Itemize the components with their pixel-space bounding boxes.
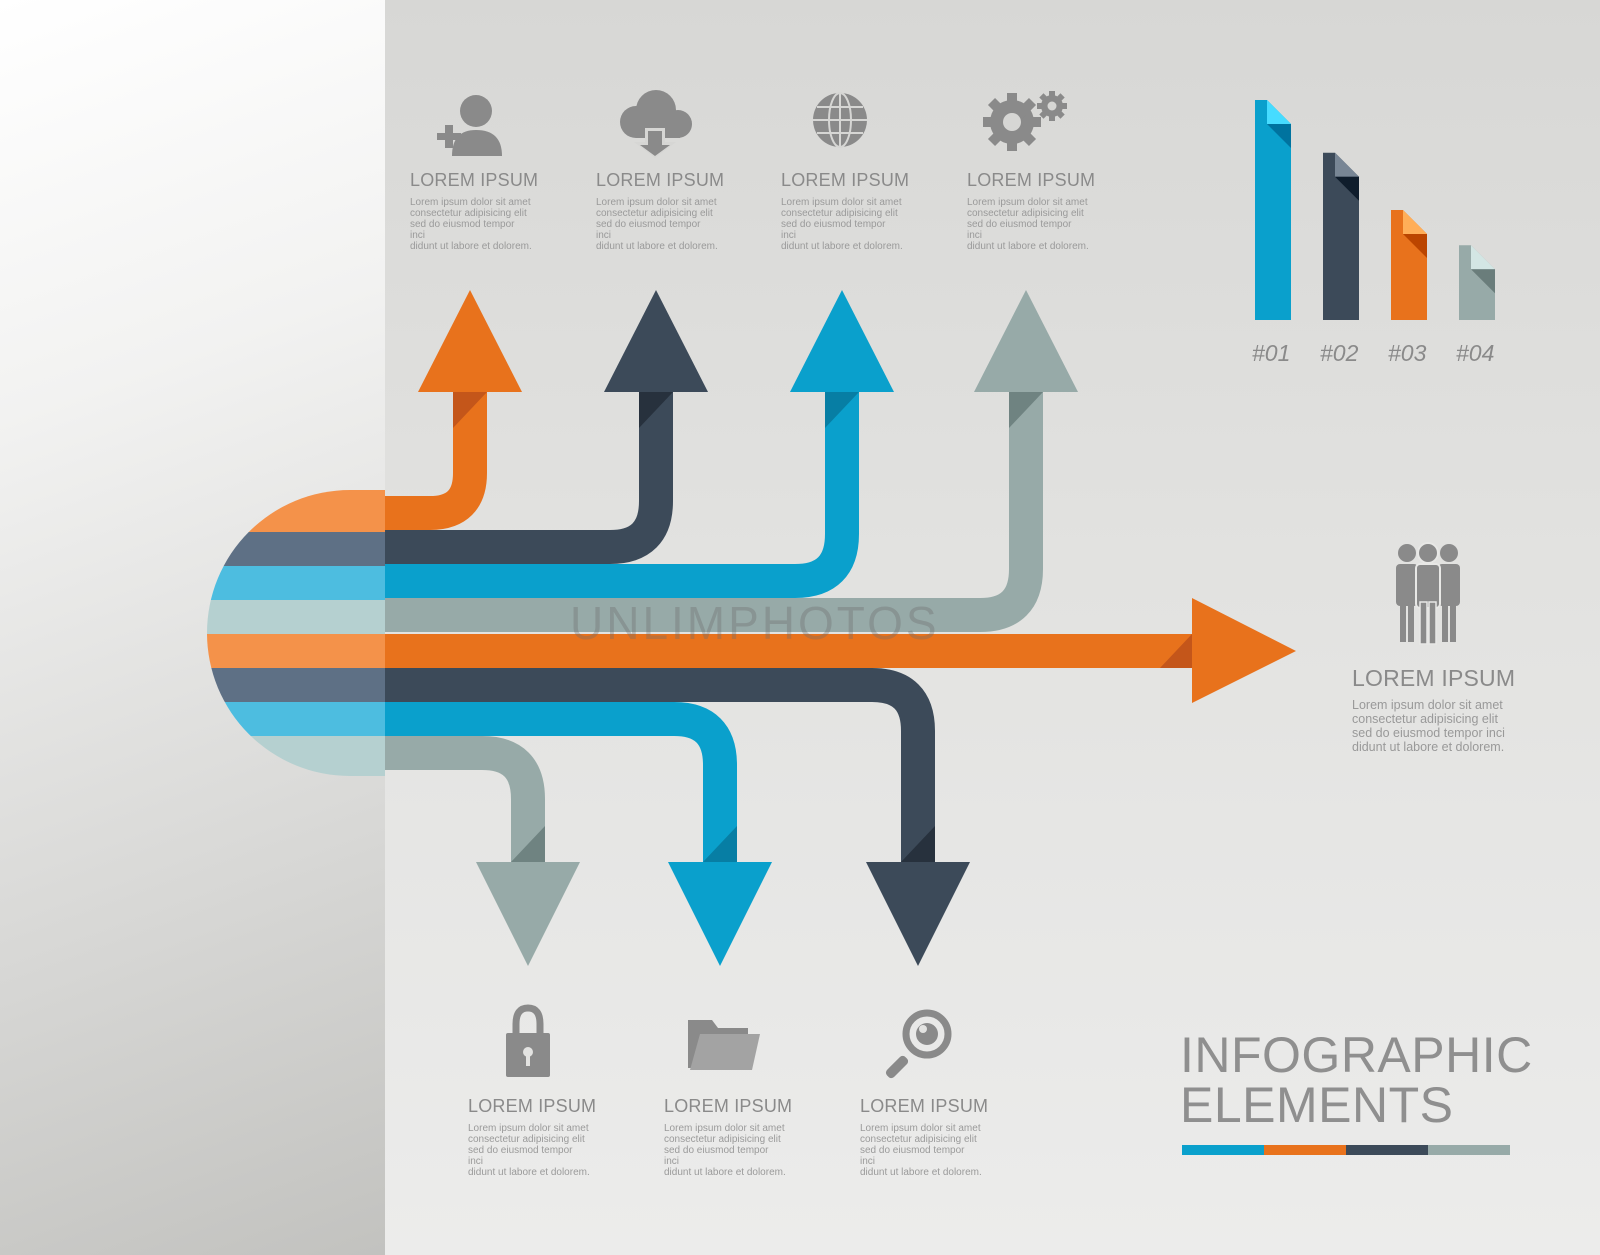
up-arrow-dark — [385, 290, 708, 564]
bottom-item-3: LOREM IPSUM Lorem ipsum dolor sit amet c… — [860, 1096, 988, 1178]
bar-label-1: #01 — [1252, 340, 1291, 366]
headline-line-2: ELEMENTS — [1180, 1077, 1454, 1133]
bar-fold-1 — [1267, 100, 1291, 124]
headline-line-1: INFOGRAPHIC — [1180, 1027, 1533, 1083]
item-title: LOREM IPSUM — [967, 170, 1096, 190]
bar-2 — [1323, 152, 1359, 320]
item-title: LOREM IPSUM — [410, 170, 539, 190]
item-description: Lorem ipsum dolor sit amet consectetur a… — [664, 1123, 786, 1178]
item-description: Lorem ipsum dolor sit amet consectetur a… — [1352, 698, 1505, 754]
item-title: LOREM IPSUM — [781, 170, 910, 190]
item-description: Lorem ipsum dolor sit amet consectetur a… — [410, 197, 532, 252]
bar-fold-4 — [1471, 245, 1495, 270]
headline-stripe-blue — [1182, 1145, 1264, 1155]
item-description: Lorem ipsum dolor sit amet consectetur a… — [860, 1123, 982, 1178]
watermark: UNLIMPHOTOS — [570, 597, 940, 649]
bar-label-4: #04 — [1456, 340, 1495, 366]
down-arrow-blue — [385, 702, 772, 966]
headline-stripe-orange — [1264, 1145, 1346, 1155]
bar-label-3: #03 — [1388, 340, 1427, 366]
main-arrow-orange — [385, 598, 1296, 703]
magnifier-icon — [885, 1009, 952, 1079]
bar-1 — [1255, 100, 1291, 320]
lock-icon — [506, 1004, 550, 1077]
top-item-1: LOREM IPSUM Lorem ipsum dolor sit amet c… — [410, 170, 538, 252]
down-arrow-dark — [385, 668, 970, 966]
top-item-4: LOREM IPSUM Lorem ipsum dolor sit amet c… — [967, 170, 1095, 252]
people-group-icon — [1396, 542, 1460, 645]
top-item-3: LOREM IPSUM Lorem ipsum dolor sit amet c… — [781, 170, 909, 252]
headline-stripe-dark — [1346, 1145, 1428, 1155]
bar-shadow-3 — [1403, 234, 1427, 258]
globe-icon — [813, 92, 867, 148]
bottom-item-2: LOREM IPSUM Lorem ipsum dolor sit amet c… — [664, 1096, 792, 1178]
item-description: Lorem ipsum dolor sit amet consectetur a… — [596, 197, 718, 252]
down-arrow-gray — [385, 736, 580, 966]
bar-shadow-2 — [1335, 176, 1359, 201]
striped-half-circle — [207, 490, 385, 776]
item-description: Lorem ipsum dolor sit amet consectetur a… — [468, 1123, 590, 1178]
item-title: LOREM IPSUM — [1352, 665, 1516, 691]
item-title: LOREM IPSUM — [664, 1096, 793, 1116]
folder-icon — [688, 1020, 760, 1070]
up-arrow-blue — [385, 290, 894, 598]
people-item: LOREM IPSUM Lorem ipsum dolor sit amet c… — [1352, 665, 1515, 754]
bar-label-2: #02 — [1320, 340, 1359, 366]
bar-fold-2 — [1335, 152, 1359, 177]
gears-icon — [983, 91, 1067, 151]
bar-fold-3 — [1403, 210, 1427, 234]
headline-stripe-gray — [1428, 1145, 1510, 1155]
bar-chart — [1255, 100, 1495, 320]
cloud-download-icon — [620, 90, 692, 158]
item-description: Lorem ipsum dolor sit amet consectetur a… — [967, 197, 1089, 252]
up-arrow-gray — [385, 290, 1078, 632]
bottom-item-1: LOREM IPSUM Lorem ipsum dolor sit amet c… — [468, 1096, 596, 1178]
bar-shadow-4 — [1471, 269, 1495, 294]
item-title: LOREM IPSUM — [468, 1096, 597, 1116]
bar-shadow-1 — [1267, 124, 1291, 148]
up-arrow-orange — [385, 290, 522, 530]
add-user-icon — [437, 95, 502, 156]
item-title: LOREM IPSUM — [860, 1096, 989, 1116]
top-item-2: LOREM IPSUM Lorem ipsum dolor sit amet c… — [596, 170, 724, 252]
item-title: LOREM IPSUM — [596, 170, 725, 190]
headline: INFOGRAPHIC ELEMENTS — [1180, 1030, 1533, 1130]
item-description: Lorem ipsum dolor sit amet consectetur a… — [781, 197, 903, 252]
